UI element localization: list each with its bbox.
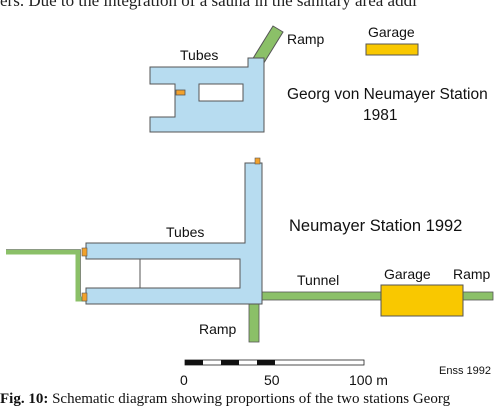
ramp-label-1981: Ramp <box>287 31 325 47</box>
station-1981-title: Georg von Neumayer Station <box>287 86 488 103</box>
scale-tick-0: 0 <box>180 372 188 388</box>
access-ramp-1992-outline <box>6 249 81 297</box>
garage-1981 <box>365 43 419 56</box>
garage-1992 <box>380 284 464 317</box>
tubes-1981-inner-gap <box>198 83 244 102</box>
station-1992: Neumayer Station 1992 Tubes Tunnel Garag… <box>6 157 494 343</box>
connector-1981 <box>175 89 186 96</box>
tunnel-label-1992: Tunnel <box>297 272 339 288</box>
tubes-1992-inner-gap <box>139 258 241 289</box>
connector-1992-upper-left <box>81 247 88 257</box>
tubes-label-1992: Tubes <box>166 224 204 240</box>
access-ramp-1992 <box>6 249 86 302</box>
station-1981: Tubes Ramp Garage Georg von Neumayer Sta… <box>149 24 488 133</box>
tubes-label-1981: Tubes <box>180 47 218 63</box>
connector-1992-top <box>254 157 261 165</box>
scale-tick-50: 50 <box>264 372 280 388</box>
ramp-right-label-1992: Ramp <box>453 266 491 282</box>
garage-label-1992: Garage <box>384 266 431 282</box>
figure-number: Fig. 10: <box>0 391 49 407</box>
ramp-bottom-1992 <box>248 303 260 343</box>
scale-bar: 0 50 100 m <box>180 359 388 388</box>
station-1981-year: 1981 <box>363 107 397 124</box>
station-1992-title: Neumayer Station 1992 <box>289 217 462 235</box>
credit-label: Enss 1992 <box>439 365 491 377</box>
scale-tick-100: 100 m <box>349 372 388 388</box>
garage-label-1981: Garage <box>368 24 415 40</box>
figure-caption: Fig. 10: Schematic diagram showing propo… <box>0 391 500 408</box>
caption-text: Schematic diagram showing proportions of… <box>52 391 451 407</box>
ramp-right-1992 <box>462 291 494 301</box>
ramp-bottom-label-1992: Ramp <box>199 321 237 337</box>
tunnel-1992 <box>261 291 383 301</box>
top-text-fragment: ers. Due to the integration of a sauna i… <box>0 0 417 10</box>
connector-1992-lower-left <box>81 292 88 302</box>
